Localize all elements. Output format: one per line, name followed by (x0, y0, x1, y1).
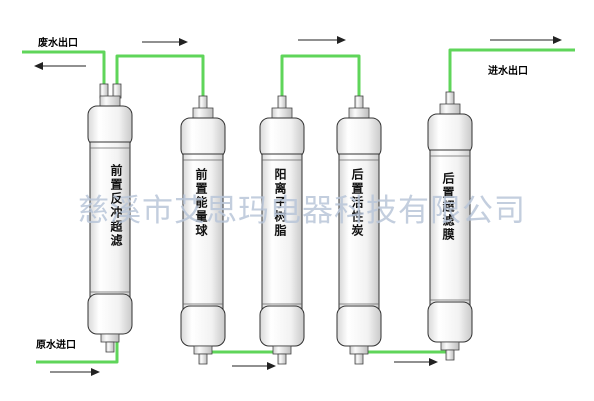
cartridge-body (89, 141, 131, 299)
top-cap (180, 117, 226, 159)
bottom-nut (440, 341, 460, 351)
top-cap (427, 113, 473, 155)
waste-outlet-label: 废水出口 (38, 38, 78, 49)
arrow-bottom-2 (394, 358, 438, 366)
bottom-fitting (354, 353, 364, 365)
stage-1-label: 前置反冲超滤 (109, 164, 123, 248)
cartridge-body (338, 153, 380, 311)
bottom-nut (349, 345, 369, 355)
arrow-top-1 (142, 38, 188, 46)
top-nut (271, 107, 293, 119)
filter-cartridge-3 (259, 95, 305, 365)
raw-inlet-label: 原水进口 (36, 340, 76, 351)
bottom-cap (87, 293, 133, 335)
cartridge-body (182, 153, 224, 311)
top-nut (439, 103, 461, 115)
bottom-fitting (198, 353, 208, 365)
filter-cartridge-2 (180, 95, 226, 365)
bottom-fitting (445, 349, 455, 361)
arrow-raw-in (50, 368, 100, 376)
bottom-nut (100, 333, 120, 343)
bottom-cap (427, 301, 473, 343)
top-nut (348, 107, 370, 119)
top-nut (192, 107, 214, 119)
stage1-to-stage2-top-pipe (115, 54, 205, 96)
arrow-pure-out (490, 36, 562, 44)
waste-outlet-pipe (22, 50, 106, 84)
arrow-bottom-1 (232, 362, 276, 370)
stage-2-label: 前置能量球 (194, 168, 208, 238)
stage-5-label: 后置超滤膜 (441, 172, 455, 242)
filter-housings (87, 83, 473, 365)
pure-outlet-label: 进水出口 (488, 66, 528, 77)
stage3-to-stage4-top-pipe (280, 54, 361, 96)
top-cap (87, 105, 133, 147)
bottom-cap (180, 305, 226, 347)
arrow-waste-out (34, 62, 86, 70)
arrow-top-2 (298, 36, 346, 44)
bottom-nut (193, 345, 213, 355)
bottom-cap (259, 305, 305, 347)
company-watermark: 慈溪市艾思玛电器科技有限公司 (78, 193, 526, 229)
bottom-fitting (277, 353, 287, 365)
bottom-nut (272, 345, 292, 355)
stage-3-label: 阳离子树脂 (273, 168, 287, 238)
filter-cartridge-5 (427, 91, 473, 361)
top-cap (259, 117, 305, 159)
cartridge-body (261, 153, 303, 311)
top-cap (336, 117, 382, 159)
top-nut (99, 95, 121, 107)
bottom-fitting (105, 341, 115, 353)
stage-4-label: 后置活性炭 (350, 168, 364, 238)
filter-cartridge-1 (87, 83, 133, 353)
bottom-cap (336, 305, 382, 347)
pure-outlet-pipe (448, 48, 575, 92)
cartridge-body (429, 149, 471, 307)
filter-cartridge-4 (336, 95, 382, 365)
